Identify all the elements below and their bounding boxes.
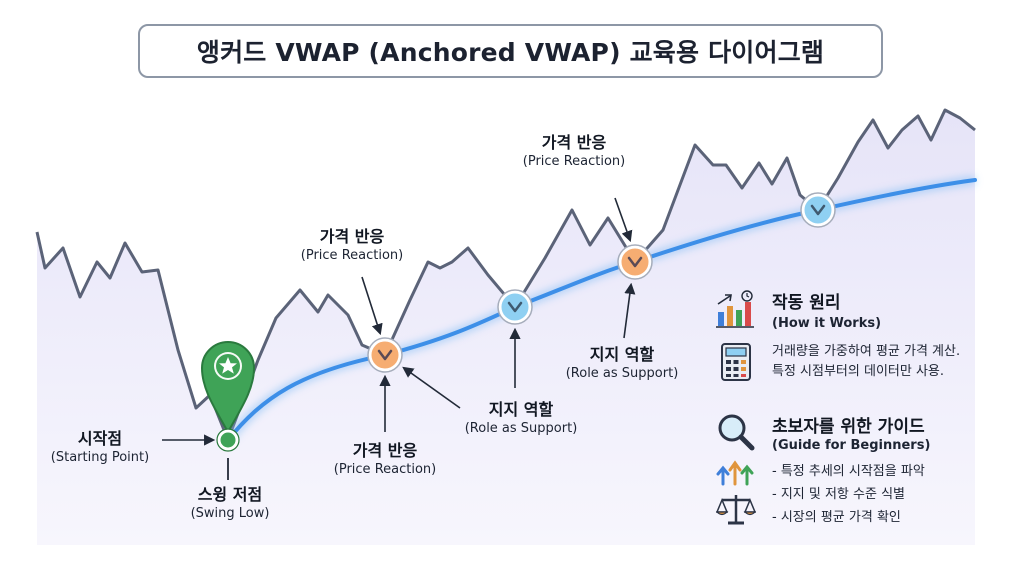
magnifier-icon <box>718 414 755 451</box>
reaction-marker-2 <box>617 244 653 280</box>
how-it-works-line-2: 특정 시점부터의 데이터만 사용. <box>772 364 945 379</box>
support-marker-1 <box>497 289 533 325</box>
guide-title: 초보자를 위한 가이드 <box>772 417 925 437</box>
arrow-support-1-left <box>402 366 461 409</box>
vwap-line <box>226 178 977 442</box>
label-price-reaction-3: 가격 반응 (Price Reaction) <box>522 133 626 169</box>
diagram-title: 앵커드 VWAP (Anchored VWAP) 교육용 다이어그램 <box>196 38 825 67</box>
how-it-works-subtitle: (How it Works) <box>772 316 882 331</box>
guide-item-3: - 시장의 평균 가격 확인 <box>772 510 901 525</box>
balance-scale-icon <box>716 495 756 525</box>
label-starting-point: 시작점 (Starting Point) <box>50 429 150 465</box>
guide-item-2: - 지지 및 저항 수준 식별 <box>772 487 905 502</box>
bar-chart-icon <box>716 290 754 328</box>
label-swing-low: 스윙 저점 (Swing Low) <box>190 485 270 521</box>
how-it-works-title: 작동 원리 <box>772 293 841 313</box>
diagram-title-box: 앵커드 VWAP (Anchored VWAP) 교육용 다이어그램 <box>138 24 883 78</box>
price-line <box>35 108 976 442</box>
guide-item-1: - 특정 추세의 시작점을 파악 <box>772 464 925 479</box>
arrow-reaction-2-top <box>614 197 633 243</box>
guide-subtitle: (Guide for Beginners) <box>772 438 931 453</box>
location-pin-star-icon <box>200 341 256 435</box>
reaction-marker-1 <box>367 337 403 373</box>
anchor-point <box>217 429 239 451</box>
label-support-1: 지지 역할 (Role as Support) <box>464 400 578 436</box>
support-marker-2 <box>800 192 836 228</box>
up-arrows-icon <box>716 460 754 486</box>
label-price-reaction-1: 가격 반응 (Price Reaction) <box>300 227 404 263</box>
label-price-reaction-2: 가격 반응 (Price Reaction) <box>333 441 437 477</box>
arrow-support-2-up <box>623 282 636 339</box>
calculator-icon <box>721 343 751 381</box>
how-it-works-line-1: 거래량을 가중하여 평균 가격 계산. <box>772 344 961 359</box>
label-support-2: 지지 역할 (Role as Support) <box>565 345 679 381</box>
arrow-reaction-1-top <box>361 276 383 336</box>
